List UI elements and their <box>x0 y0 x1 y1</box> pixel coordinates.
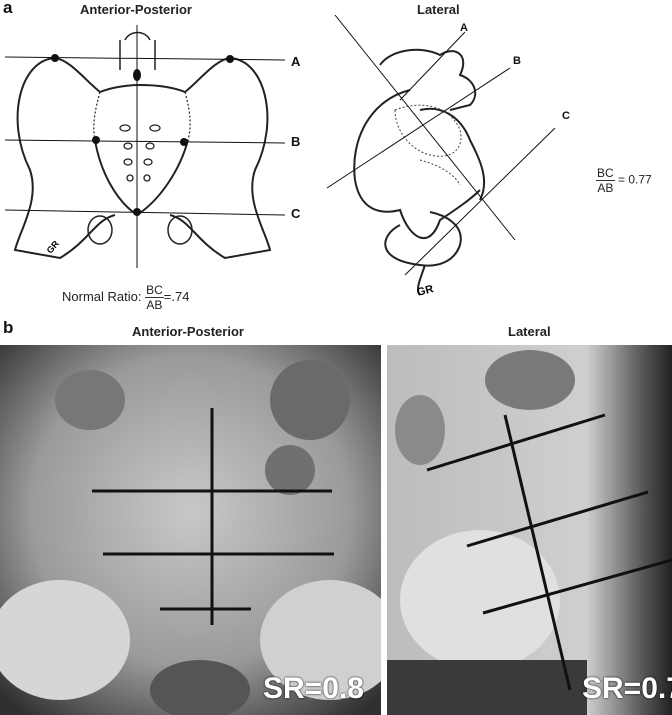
ap-pelvis-diagram <box>4 25 286 268</box>
lateral-label-c: C <box>562 110 570 122</box>
ratio-value: =.74 <box>163 288 190 304</box>
panel-a-letter: a <box>3 0 13 17</box>
ratio-denominator: AB <box>146 298 163 312</box>
lateral-label-a: A <box>460 22 468 34</box>
ap-label-a: A <box>291 54 301 69</box>
lateral-title: Lateral <box>417 2 460 17</box>
panel-b-letter: b <box>3 318 14 337</box>
lateral-ratio-numerator: BC <box>596 166 615 181</box>
xray-lateral-sr-label: SR=0.7 <box>582 672 672 705</box>
xray-lateral-image <box>387 345 672 715</box>
ap-label-c: C <box>291 206 301 221</box>
ratio-prefix: Normal Ratio: <box>62 288 142 304</box>
xray-ap-sr-label: SR=0.8 <box>263 672 364 705</box>
ratio-numerator: BC <box>145 283 164 298</box>
ap-label-b: B <box>291 134 301 149</box>
xray-ap-image <box>0 345 381 715</box>
xray-ap-title: Anterior-Posterior <box>132 324 244 339</box>
xray-lateral-title: Lateral <box>508 324 551 339</box>
lateral-label-b: B <box>513 55 521 67</box>
lateral-sacrum-diagram <box>326 15 556 296</box>
ap-title: Anterior-Posterior <box>80 2 192 17</box>
lateral-ratio-value: = 0.77 <box>618 172 652 187</box>
lateral-ratio-denominator: AB <box>597 181 614 195</box>
